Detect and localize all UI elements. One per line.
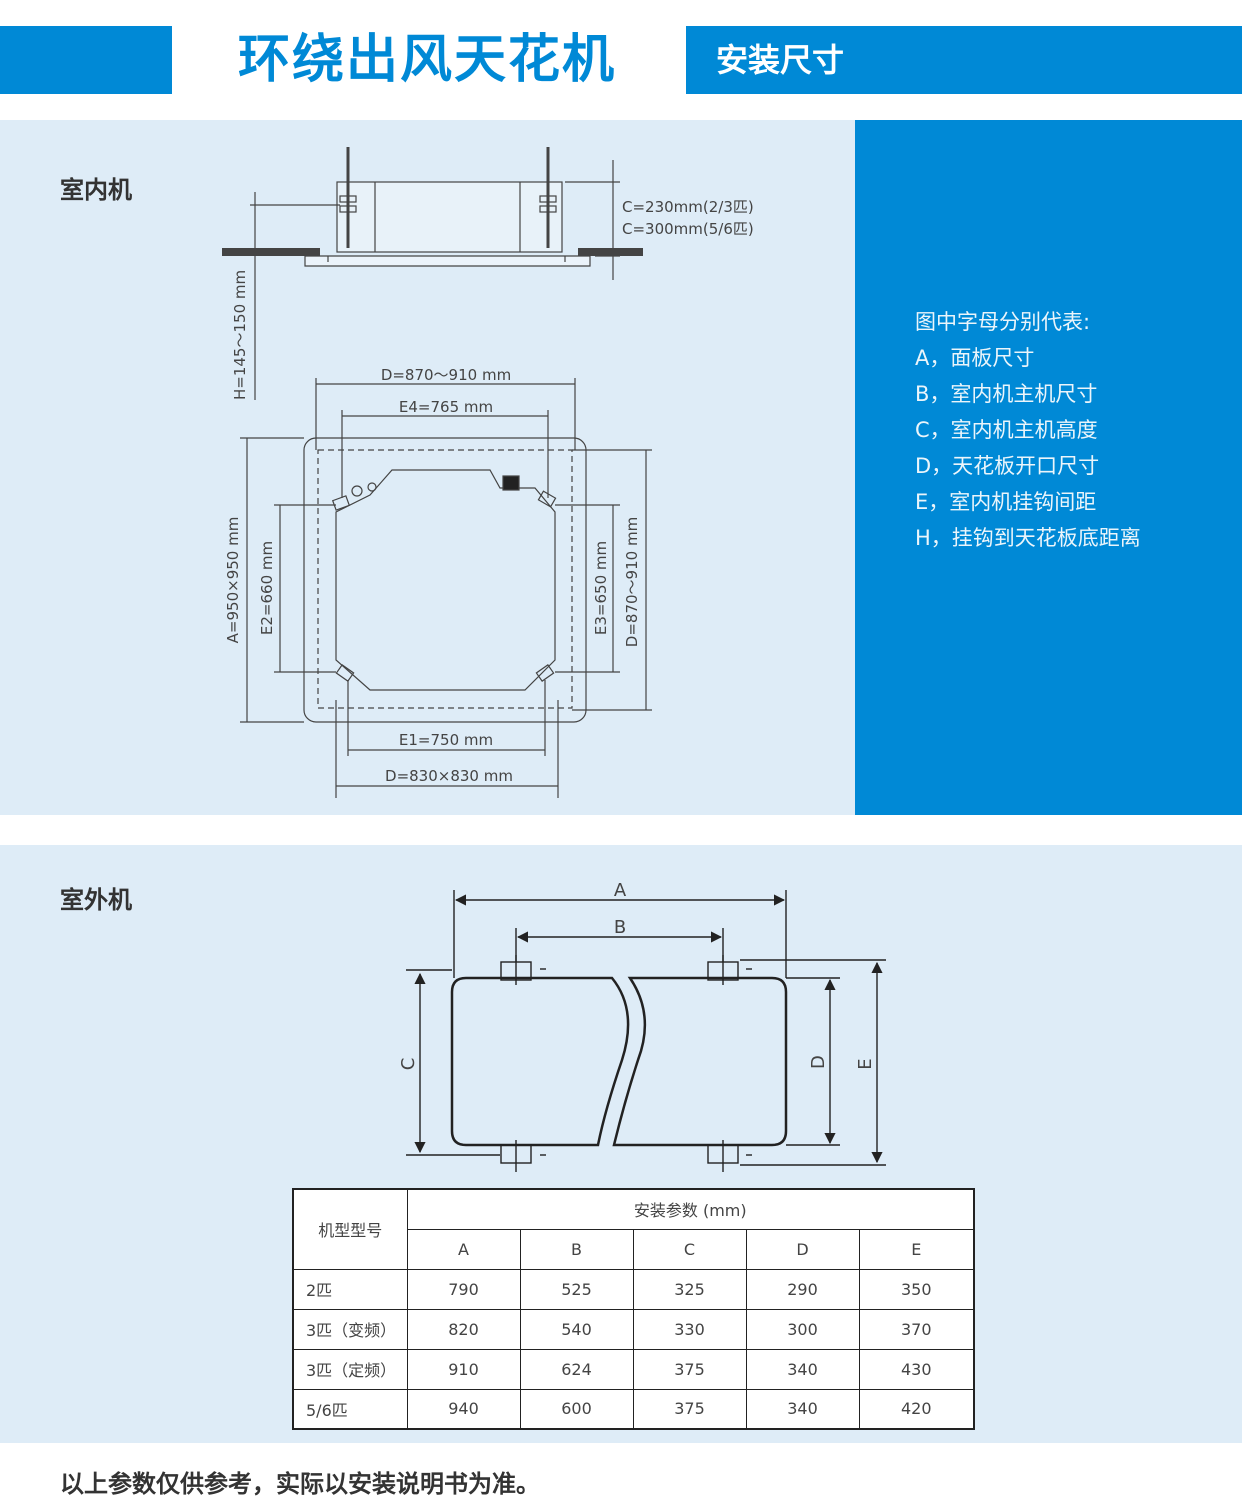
table-row: 2匹 790 525 325 290 350 — [292, 1268, 975, 1310]
value-cell: 525 — [519, 1268, 634, 1310]
dim-outdoor-b: B — [614, 917, 626, 938]
value-cell: 430 — [858, 1348, 975, 1390]
header-subtitle-bar: 安装尺寸 — [686, 26, 1242, 94]
model-cell: 3匹（变频） — [292, 1308, 408, 1350]
dim-e3: E3=650 mm — [592, 541, 610, 635]
value-cell: 420 — [858, 1388, 975, 1430]
table-row: 3匹（定频） 910 624 375 340 430 — [292, 1348, 975, 1390]
dim-c-line1: C=230mm(2/3匹) — [622, 198, 754, 216]
model-cell: 3匹（定频） — [292, 1348, 408, 1390]
dim-d-right: D=870～910 mm — [623, 517, 641, 647]
legend-item: H，挂钩到天花板底距离 — [915, 526, 1141, 550]
column-header: E — [858, 1228, 975, 1270]
dim-outdoor-d: D — [808, 1055, 829, 1069]
model-cell: 5/6匹 — [292, 1388, 408, 1430]
param-header: 安装参数 (mm) — [406, 1188, 975, 1230]
value-cell: 350 — [858, 1268, 975, 1310]
column-header: D — [745, 1228, 860, 1270]
value-cell: 820 — [406, 1308, 521, 1350]
indoor-label: 室内机 — [60, 176, 132, 204]
value-cell: 910 — [406, 1348, 521, 1390]
dim-h: H=145～150 mm — [231, 270, 249, 400]
dim-a: A=950×950 mm — [224, 517, 242, 644]
indoor-diagram: C=230mm(2/3匹) C=300mm(5/6匹) H=145～150 mm… — [222, 147, 754, 798]
page-title: 环绕出风天花机 — [238, 30, 617, 90]
value-cell: 330 — [632, 1308, 747, 1350]
value-cell: 340 — [745, 1388, 860, 1430]
table-row: 3匹（变频） 820 540 330 300 370 — [292, 1308, 975, 1350]
value-cell: 375 — [632, 1348, 747, 1390]
spec-table: 机型型号 安装参数 (mm) A B C D E 2匹 790 525 325 … — [292, 1188, 976, 1430]
legend-item: E，室内机挂钩间距 — [915, 490, 1097, 514]
dim-outdoor-e: E — [855, 1058, 876, 1069]
legend-title: 图中字母分别代表: — [915, 310, 1091, 334]
dim-outdoor-c: C — [398, 1058, 419, 1071]
dim-d-top: D=870～910 mm — [381, 366, 511, 384]
dim-e2: E2=660 mm — [258, 541, 276, 635]
dim-c-line2: C=300mm(5/6匹) — [622, 220, 754, 238]
column-header: A — [406, 1228, 521, 1270]
column-header: C — [632, 1228, 747, 1270]
legend-item: A，面板尺寸 — [915, 346, 1035, 370]
dim-e1: E1=750 mm — [399, 731, 493, 749]
footer-note: 以上参数仅供参考，实际以安装说明书为准。 — [60, 1470, 540, 1498]
value-cell: 375 — [632, 1388, 747, 1430]
value-cell: 325 — [632, 1268, 747, 1310]
value-cell: 300 — [745, 1308, 860, 1350]
value-cell: 600 — [519, 1388, 634, 1430]
table-row: 5/6匹 940 600 375 340 420 — [292, 1388, 975, 1430]
value-cell: 290 — [745, 1268, 860, 1310]
dim-e4: E4=765 mm — [399, 398, 493, 416]
legend-panel: 图中字母分别代表: A，面板尺寸 B，室内机主机尺寸 C，室内机主机高度 D，天… — [855, 120, 1242, 815]
dim-d-bottom: D=830×830 mm — [385, 767, 513, 785]
page-subtitle: 安装尺寸 — [716, 41, 845, 79]
legend-item: B，室内机主机尺寸 — [915, 382, 1098, 406]
value-cell: 540 — [519, 1308, 634, 1350]
value-cell: 940 — [406, 1388, 521, 1430]
indoor-section — [0, 120, 855, 815]
outdoor-label: 室外机 — [60, 886, 132, 914]
column-header: B — [519, 1228, 634, 1270]
model-cell: 2匹 — [292, 1268, 408, 1310]
legend-item: D，天花板开口尺寸 — [915, 454, 1100, 478]
model-header: 机型型号 — [292, 1188, 408, 1270]
header-accent-bar — [0, 26, 172, 94]
value-cell: 340 — [745, 1348, 860, 1390]
outdoor-diagram: A B C D E — [398, 880, 886, 1172]
value-cell: 370 — [858, 1308, 975, 1350]
value-cell: 624 — [519, 1348, 634, 1390]
dim-outdoor-a: A — [614, 880, 627, 901]
value-cell: 790 — [406, 1268, 521, 1310]
legend-item: C，室内机主机高度 — [915, 418, 1098, 442]
